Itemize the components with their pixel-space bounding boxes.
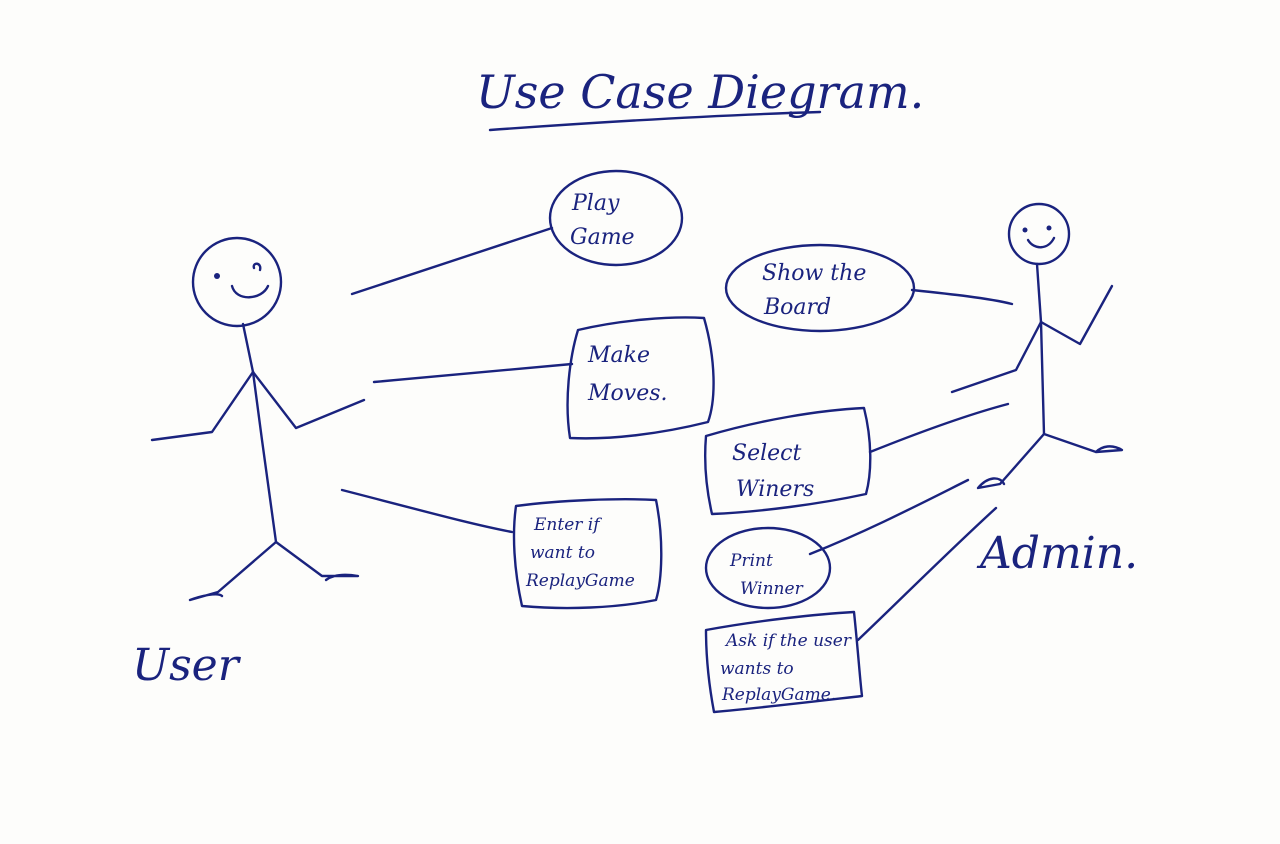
admin-right-leg (1042, 432, 1124, 454)
assoc-user-play-game (350, 226, 554, 296)
use-case-make-moves: Make Moves. (566, 316, 715, 440)
user-body (241, 322, 278, 544)
select-winners-line-1: Select (732, 441, 801, 466)
make-moves-line-2: Moves. (587, 381, 668, 406)
enter-replay-line-3: ReplayGame (525, 571, 635, 591)
ask-replay-line-1: Ask if the user (724, 631, 852, 651)
ask-replay-line-2: wants to (720, 659, 794, 679)
diagram-title: Use Case Diegram. (476, 65, 924, 119)
admin-eye-left (1022, 227, 1028, 233)
use-case-ask-replay: Ask if the user wants to ReplayGame. (704, 610, 864, 714)
enter-replay-line-1: Enter if (533, 515, 602, 535)
user-eye-left (214, 273, 220, 279)
use-case-play-game: Play Game (548, 169, 684, 267)
admin-label: Admin. (976, 528, 1138, 579)
use-case-show-board: Show the Board (724, 243, 916, 333)
admin-actor: Admin. (950, 202, 1138, 579)
use-case-select-winners: Select Winers (704, 406, 872, 516)
play-game-ellipse (548, 169, 684, 267)
user-eye-right (252, 262, 262, 272)
play-game-line-1: Play (571, 191, 620, 216)
user-right-arm (251, 370, 366, 430)
print-winner-line-1: Print (729, 551, 773, 571)
make-moves-line-1: Make (587, 343, 650, 368)
show-board-line-2: Board (763, 295, 831, 320)
user-smile (230, 284, 270, 299)
use-case-enter-replay: Enter if want to ReplayGame (512, 498, 663, 610)
assoc-user-enter-replay (340, 488, 514, 534)
enter-replay-box (512, 498, 663, 610)
print-winner-line-2: Winner (740, 579, 804, 599)
admin-right-arm (1039, 284, 1114, 346)
assoc-admin-select-winners (868, 402, 1010, 454)
title-underline (488, 110, 822, 132)
show-board-line-1: Show the (762, 261, 866, 286)
admin-eye-right (1046, 225, 1052, 231)
ask-replay-line-3: ReplayGame. (721, 685, 836, 705)
admin-left-arm (950, 320, 1043, 394)
play-game-line-2: Game (570, 225, 635, 250)
enter-replay-line-2: want to (530, 543, 595, 563)
ask-replay-box (704, 610, 864, 714)
make-moves-box (566, 316, 715, 440)
admin-smile (1026, 236, 1056, 249)
user-head (191, 236, 283, 328)
user-right-leg (274, 540, 360, 582)
use-case-print-winner: Print Winner (704, 526, 832, 610)
user-label: User (132, 640, 242, 691)
user-left-leg (188, 540, 278, 602)
user-left-arm (150, 370, 255, 442)
assoc-admin-ask-replay (856, 506, 998, 642)
user-actor: User (132, 236, 366, 691)
assoc-admin-print-winner (808, 478, 970, 556)
select-winners-line-2: Winers (736, 477, 814, 502)
print-winner-ellipse (704, 526, 832, 610)
admin-head (1007, 202, 1071, 266)
show-board-ellipse (724, 243, 916, 333)
admin-left-leg (976, 432, 1046, 490)
assoc-admin-show-board (910, 288, 1014, 306)
select-winners-box (704, 406, 872, 516)
admin-body (1035, 262, 1046, 436)
assoc-user-make-moves (372, 362, 574, 384)
